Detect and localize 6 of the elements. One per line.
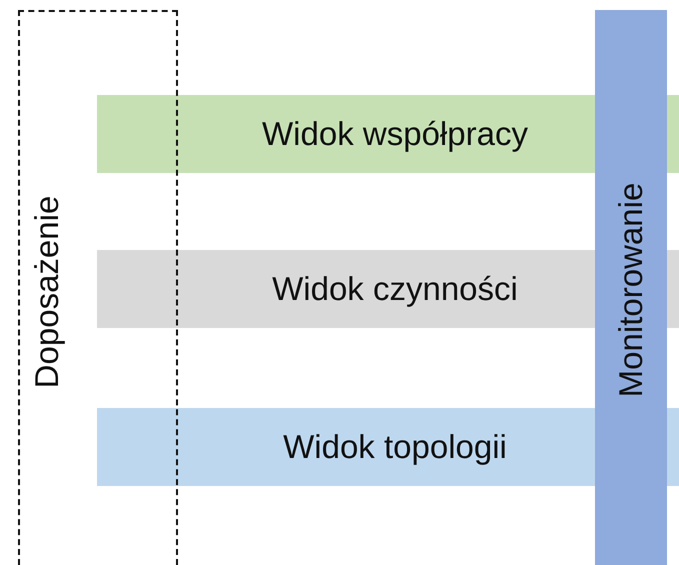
band-label: Widok topologii bbox=[283, 427, 507, 467]
band-label: Widok współpracy bbox=[262, 114, 528, 154]
vertical-bar bbox=[595, 10, 667, 565]
vertical-label: Doposażenie bbox=[27, 196, 66, 388]
vertical-label: Monitorowanie bbox=[611, 182, 650, 398]
band-label: Widok czynności bbox=[272, 269, 518, 309]
